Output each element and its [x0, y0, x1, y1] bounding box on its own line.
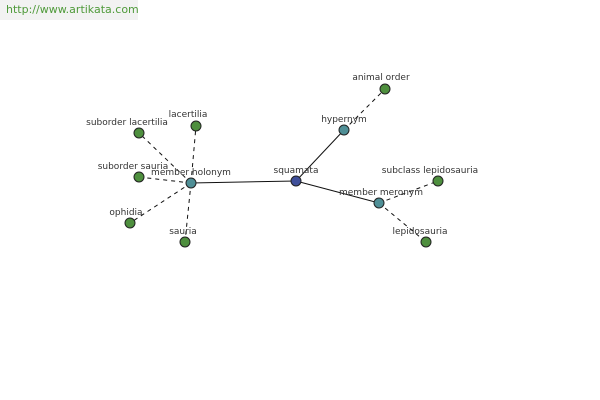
node-suborder-sauria[interactable]: suborder sauria — [98, 162, 169, 183]
watermark-box: http://www.artikata.com — [0, 0, 139, 20]
nodes: animal order suborder lacertilialacertili… — [86, 73, 478, 248]
edge-member-meronym-subclass-lepidosauria — [378, 180, 439, 204]
edge-squamata-member-meronym — [295, 180, 380, 204]
node-animal-order-marker[interactable] — [379, 83, 391, 95]
node-member-meronym-marker[interactable] — [373, 197, 385, 209]
node-hypernym-label: hypernym — [321, 115, 367, 125]
edge-member-holonym-sauria — [184, 182, 192, 243]
node-squamata[interactable]: squamata — [274, 166, 319, 187]
node-ophidia-marker[interactable] — [124, 217, 136, 229]
edge-squamata-member-holonym — [190, 180, 297, 184]
node-suborder-lacertilia-marker[interactable] — [133, 127, 145, 139]
edge-squamata-hypernym — [295, 129, 345, 182]
node-animal-order-label: animal order — [352, 73, 410, 83]
watermark-url: http://www.artikata.com — [6, 3, 139, 16]
edge-member-meronym-lepidosauria — [378, 202, 427, 243]
node-sauria[interactable]: sauria — [169, 227, 197, 248]
node-sauria-marker[interactable] — [179, 236, 191, 248]
node-lacertilia-marker[interactable] — [190, 120, 202, 132]
node-lepidosauria-label: lepidosauria — [392, 227, 447, 237]
node-member-holonym-label: member holonym — [151, 168, 231, 178]
node-ophidia-label: ophidia — [109, 208, 142, 218]
node-hypernym-marker[interactable] — [338, 124, 350, 136]
node-member-holonym-marker[interactable] — [185, 177, 197, 189]
node-ophidia[interactable]: ophidia — [109, 208, 143, 229]
node-suborder-sauria-label: suborder sauria — [98, 162, 169, 172]
node-suborder-lacertilia-label: suborder lacertilia — [86, 118, 168, 128]
node-member-holonym[interactable]: member holonym — [151, 168, 231, 189]
node-subclass-lepidosauria-marker[interactable] — [432, 175, 444, 187]
edge-member-holonym-lacertilia — [190, 125, 197, 184]
node-lacertilia-label: lacertilia — [169, 110, 208, 120]
edges — [129, 88, 439, 243]
node-lepidosauria-marker[interactable] — [420, 236, 432, 248]
node-suborder-lacertilia[interactable]: suborder lacertilia — [86, 118, 168, 139]
node-subclass-lepidosauria[interactable]: subclass lepidosauria — [382, 166, 478, 187]
node-squamata-label: squamata — [274, 166, 319, 176]
node-suborder-sauria-marker[interactable] — [133, 171, 145, 183]
node-subclass-lepidosauria-label: subclass lepidosauria — [382, 166, 478, 176]
node-animal-order[interactable]: animal order — [352, 73, 410, 95]
node-member-meronym[interactable]: member meronym — [339, 188, 423, 209]
node-member-meronym-label: member meronym — [339, 188, 423, 198]
node-lepidosauria[interactable]: lepidosauria — [392, 227, 448, 248]
node-sauria-label: sauria — [169, 227, 197, 237]
node-hypernym[interactable]: hypernym — [321, 115, 367, 136]
node-lacertilia[interactable]: lacertilia — [169, 110, 208, 132]
node-squamata-marker[interactable] — [290, 175, 302, 187]
edge-hypernym-animal-order — [343, 88, 386, 131]
edge-member-holonym-suborder-sauria — [138, 176, 192, 184]
